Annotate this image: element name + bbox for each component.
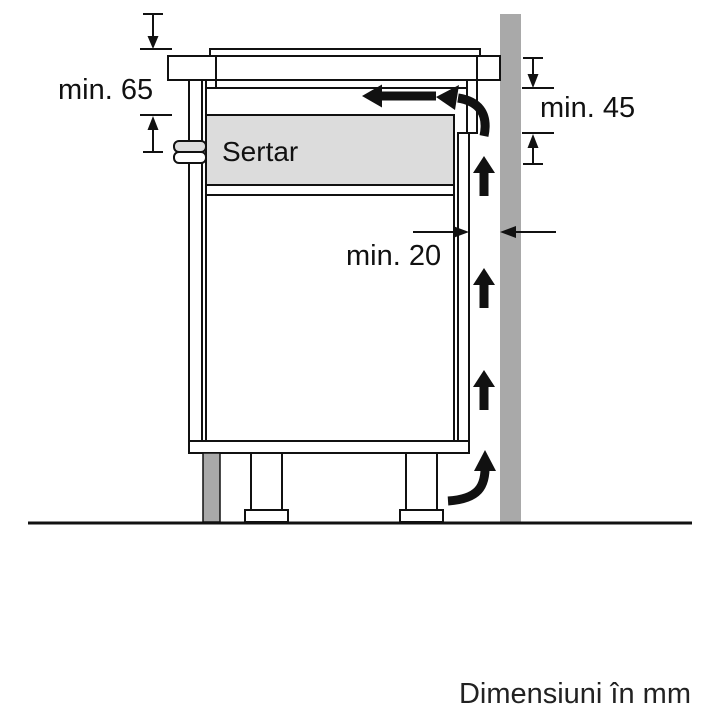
dim45-label: min. 45 — [540, 92, 635, 124]
cabinet-left-wall — [188, 79, 203, 454]
dim45-upper-arrowhead-icon — [527, 74, 539, 88]
dimension-min65: min. 65 — [58, 13, 172, 153]
cabinet-bottom-panel — [188, 440, 470, 454]
wall — [500, 14, 521, 522]
dimension-min20: min. 20 — [346, 226, 556, 272]
airflow-up-arrow-2-icon — [473, 268, 495, 308]
cabinet-right-wall — [457, 132, 470, 454]
leg-right — [405, 452, 438, 511]
dim20-right-arrowhead-icon — [453, 226, 469, 238]
dim65-upper-arrowhead-icon — [147, 36, 159, 49]
airflow-arrow-top-curve-head-icon — [436, 85, 459, 110]
cabinet-plinth-strip — [202, 452, 221, 523]
leg-right-foot — [399, 509, 444, 523]
airflow-up-arrow-1-icon — [473, 156, 495, 196]
worktop — [167, 55, 501, 81]
hob-top-lip — [209, 48, 481, 57]
dim20-label: min. 20 — [346, 240, 441, 272]
leg-left — [250, 452, 283, 511]
airflow-up-arrow-3-icon — [473, 370, 495, 410]
dim65-label: min. 65 — [58, 74, 153, 106]
units-caption: Dimensiuni în mm — [459, 678, 691, 710]
leg-left-foot — [244, 509, 289, 523]
junction-box-top — [173, 140, 207, 153]
airflow-arrow-bottom-curve-head-icon — [474, 450, 496, 471]
dim45-lower-arrowhead-icon — [527, 134, 539, 148]
dimension-min45: min. 45 — [522, 57, 635, 165]
dim20-left-arrowhead-icon — [500, 226, 516, 238]
airflow-arrow-top-curve-shaft — [457, 93, 490, 137]
airflow-arrow-left-icon — [362, 84, 436, 108]
drawer-box — [205, 114, 455, 186]
hob-body-outline — [206, 56, 478, 89]
junction-box-bottom — [173, 151, 207, 164]
drawer-label: Sertar — [222, 136, 298, 167]
drawer-rail — [205, 184, 455, 196]
dim65-lower-arrowhead-icon — [147, 116, 159, 130]
